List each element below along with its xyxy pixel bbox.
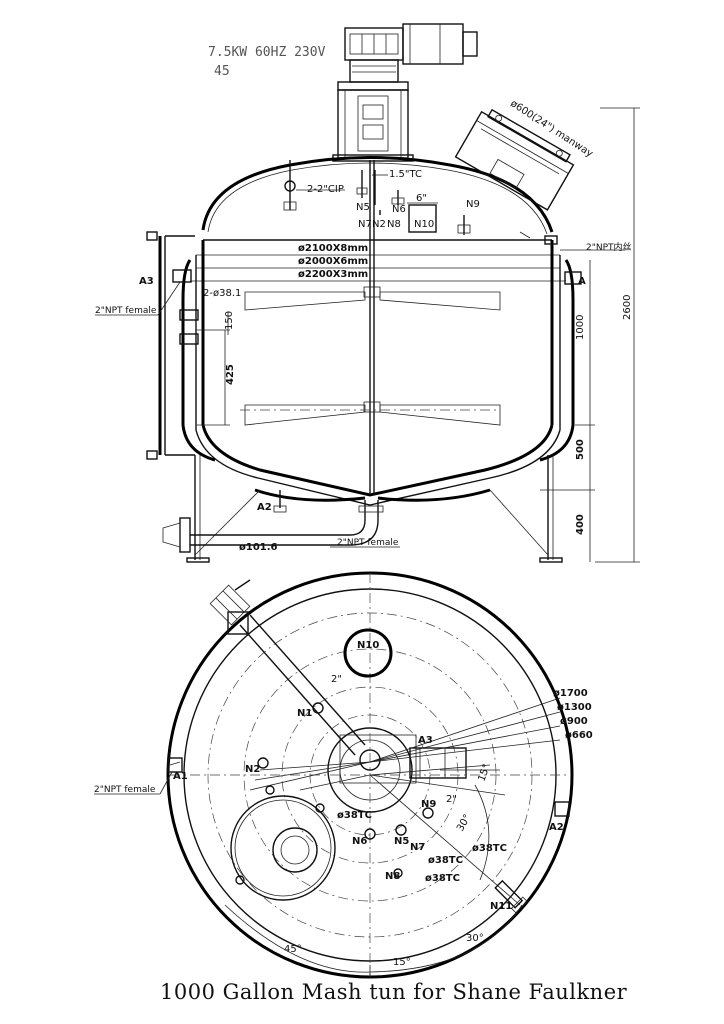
six-inch-label: 6" bbox=[416, 193, 427, 204]
a1-elev-label: A bbox=[578, 276, 586, 287]
dim-425: 425 bbox=[225, 364, 236, 385]
vessel-shell bbox=[181, 239, 575, 506]
npt-neisi-label: 2"NPT内丝 bbox=[586, 241, 632, 253]
dim-660: ø660 bbox=[565, 730, 593, 741]
a2-elev-label: A2 bbox=[257, 502, 272, 513]
dim-1000: 1000 bbox=[575, 315, 586, 340]
agitator-stand bbox=[332, 89, 414, 162]
plan-n10-label: N10 bbox=[357, 640, 379, 651]
angle-30a: 30° bbox=[455, 813, 473, 834]
plan-n8-label: N8 bbox=[385, 871, 400, 882]
dimension-lines bbox=[196, 107, 640, 563]
top-nozzles bbox=[283, 160, 531, 239]
dim-101: ø101.6 bbox=[239, 542, 278, 553]
dim-1700: ø1700 bbox=[553, 688, 588, 699]
plan-n5-label: N5 bbox=[394, 836, 409, 847]
manway bbox=[454, 108, 575, 211]
n10-circle bbox=[343, 628, 393, 678]
plan-leader-lines bbox=[249, 697, 561, 906]
tc-b-label: ø38TC bbox=[472, 843, 507, 854]
plan-n2-label: N2 bbox=[245, 764, 260, 775]
plan-n1-label: N1 bbox=[297, 708, 312, 719]
plan-manway-arm bbox=[209, 579, 366, 756]
n10-label: N10 bbox=[414, 219, 434, 230]
tc-a-label: ø38TC bbox=[337, 810, 372, 821]
tc-label: 1.5"TC bbox=[389, 169, 422, 180]
tc-d-label: ø38TC bbox=[425, 873, 460, 884]
motor-spec-text: 7.5KW 60HZ 230V bbox=[208, 45, 326, 60]
tc-c-label: ø38TC bbox=[428, 855, 463, 866]
angle-15b: 15° bbox=[393, 957, 411, 968]
n9-label: N9 bbox=[466, 199, 480, 210]
dim-2200: ø2200X3mm bbox=[298, 269, 368, 280]
plan-a2-label: A2 bbox=[549, 822, 564, 833]
motor-speed-text: 45 bbox=[214, 64, 230, 79]
vessel-top-head bbox=[201, 156, 554, 233]
n6-label: N6 bbox=[392, 204, 406, 215]
npt-female-bottom-label: 2"NPT female bbox=[337, 538, 399, 548]
angle-30b: 30° bbox=[466, 933, 484, 944]
dim-400: 400 bbox=[575, 514, 586, 535]
cip-label: 2-2"CIP bbox=[307, 184, 344, 195]
bottom-outlet bbox=[162, 500, 384, 553]
npt-female-left-label: 2"NPT female bbox=[95, 306, 157, 316]
n2-label: N2 bbox=[372, 219, 386, 230]
left-side-piping bbox=[146, 231, 199, 460]
center-motor-plan bbox=[339, 734, 417, 784]
plan-view: N10 bbox=[94, 571, 593, 979]
plan-n6-label: N6 bbox=[352, 836, 367, 847]
d38-label: 2-ø38.1 bbox=[203, 288, 241, 299]
plan-n11-label: N11 bbox=[490, 901, 512, 912]
plan-a1-label: A1 bbox=[173, 771, 188, 782]
n7-label: N7 bbox=[358, 219, 372, 230]
dim-500: 500 bbox=[575, 439, 586, 460]
n8-label: N8 bbox=[387, 219, 401, 230]
plan-a3-label: A3 bbox=[418, 735, 433, 746]
dim-1300: ø1300 bbox=[557, 702, 592, 713]
dim-2600: 2600 bbox=[622, 295, 633, 320]
plan-n7-label: N7 bbox=[410, 842, 425, 853]
angle-45: 45° bbox=[284, 944, 302, 955]
dim-2000: ø2000X6mm bbox=[298, 256, 368, 267]
agitator-motor bbox=[337, 23, 478, 91]
elevation-view: 7.5KW 60HZ 230V 45 bbox=[95, 23, 640, 563]
plan-npt-female-label: 2"NPT female bbox=[94, 785, 156, 795]
two-inch-label-a: 2" bbox=[331, 674, 342, 685]
a3-label: A3 bbox=[139, 276, 154, 287]
drawing-caption: 1000 Gallon Mash tun for Shane Faulkner bbox=[160, 980, 628, 1004]
dim-900: ø900 bbox=[560, 716, 588, 727]
plan-n9-label: N9 bbox=[421, 799, 436, 810]
n5-label: N5 bbox=[356, 202, 370, 213]
manway-label: ø600(24") manway bbox=[508, 98, 595, 160]
legs bbox=[186, 455, 563, 563]
two-inch-label-b: 2" bbox=[446, 794, 457, 805]
plan-manhole bbox=[230, 795, 336, 901]
agitator bbox=[240, 160, 501, 495]
dim-150: 150 bbox=[224, 311, 235, 330]
dim-2100: ø2100X8mm bbox=[298, 243, 368, 254]
